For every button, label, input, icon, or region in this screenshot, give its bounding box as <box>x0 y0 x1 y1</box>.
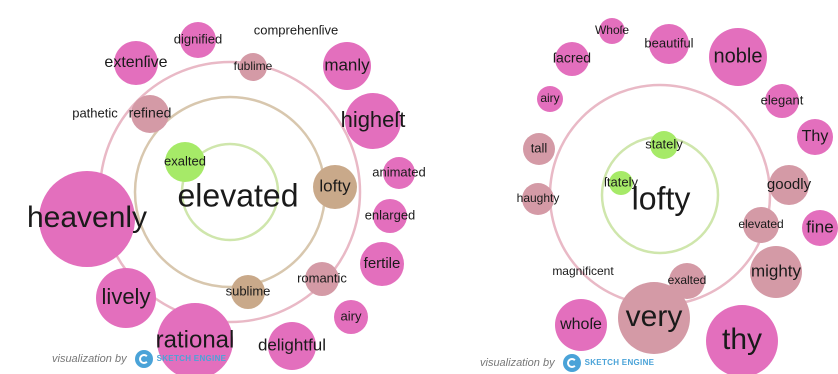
node-bubble-thy <box>797 119 833 155</box>
node-bubble-sacred <box>555 42 589 76</box>
node-label-lively[interactable]: lively <box>102 284 151 309</box>
node-bubble-airy <box>537 86 563 112</box>
node-bubble-highest <box>345 93 401 149</box>
node-bubble-lively <box>96 268 156 328</box>
node-label-mighty[interactable]: mighty <box>751 261 802 280</box>
node-label-tall[interactable]: tall <box>531 140 548 155</box>
node-bubble-noble <box>709 28 767 86</box>
node-bubble-stately <box>609 171 633 195</box>
node-bubble-animated <box>383 157 415 189</box>
node-bubble-fine <box>802 210 838 246</box>
node-bubble-delightful <box>268 322 316 370</box>
node-label-sublime[interactable]: sublime <box>226 283 271 298</box>
node-label-manly[interactable]: manly <box>324 55 370 74</box>
node-bubble-elevated <box>743 207 779 243</box>
node-bubble-lofty <box>313 165 357 209</box>
sketch-engine-logo-icon <box>134 350 153 368</box>
node-bubble-very <box>618 282 690 354</box>
node-label-noble[interactable]: noble <box>714 45 763 67</box>
node-bubble-dignified <box>180 22 216 58</box>
node-bubble-exalted <box>165 142 205 182</box>
sketch-engine-logo-icon <box>562 354 581 372</box>
node-label-airy[interactable]: airy <box>540 91 559 105</box>
node-label-haughty[interactable]: haughty <box>517 191 560 205</box>
node-label-very[interactable]: very <box>626 300 683 333</box>
node-label-fertile[interactable]: fertile <box>364 255 401 272</box>
node-label-dignified[interactable]: dignified <box>174 31 222 46</box>
node-bubble-heavenly <box>39 171 135 267</box>
credit-left: visualization by SKETCH ENGINE <box>52 350 226 368</box>
node-bubble-haughty <box>522 183 554 215</box>
node-bubble-stately <box>650 131 678 159</box>
node-label-enlarged[interactable]: enlarged <box>365 207 416 222</box>
node-bubble-whose <box>555 299 607 351</box>
node-label-extensive[interactable]: extenſive <box>104 54 167 71</box>
node-label-thy[interactable]: Thy <box>802 128 829 145</box>
node-label-fine[interactable]: fine <box>806 217 833 236</box>
node-label-animated[interactable]: animated <box>372 164 425 179</box>
node-label-rational[interactable]: rational <box>156 326 235 353</box>
node-label-romantic[interactable]: romantic <box>297 270 347 285</box>
node-bubble-beautiful <box>649 24 689 64</box>
node-bubble-romantic <box>305 262 339 296</box>
node-bubble-exalted <box>669 263 705 299</box>
center-word: lofty <box>632 180 691 216</box>
credit-text: visualization by <box>52 353 127 365</box>
node-label-elegant[interactable]: elegant <box>761 92 804 107</box>
node-label-stately[interactable]: ſtately <box>604 174 638 189</box>
node-label-highest[interactable]: higheſt <box>341 107 406 132</box>
node-label-stately[interactable]: stately <box>645 136 683 151</box>
node-label-pathetic[interactable]: pathetic <box>72 105 118 120</box>
center-word: elevated <box>178 177 299 213</box>
node-bubble-whose <box>599 18 625 44</box>
node-label-refined[interactable]: refined <box>129 105 172 121</box>
node-bubble-mighty <box>750 246 802 298</box>
node-label-whose[interactable]: whoſe <box>559 316 602 333</box>
node-bubble-extensive <box>114 41 158 85</box>
node-label-beautiful[interactable]: beautiful <box>644 35 693 50</box>
node-label-sacred[interactable]: ſacred <box>553 50 591 66</box>
node-label-delightful[interactable]: delightful <box>258 335 326 354</box>
sketch-engine-logo-text: SKETCH ENGINE <box>156 354 227 363</box>
word-sketch-elevated: elevated dignified comprehenſive extenſive f… <box>27 22 426 374</box>
node-label-goodly[interactable]: goodly <box>767 176 812 193</box>
node-label-fublime[interactable]: fublime <box>234 59 273 73</box>
node-label-exalted[interactable]: exalted <box>164 153 206 168</box>
node-bubble-manly <box>323 42 371 90</box>
node-label-thy[interactable]: thy <box>722 323 762 356</box>
node-label-heavenly[interactable]: heavenly <box>27 201 147 234</box>
node-bubble-rational <box>157 303 233 374</box>
node-label-magnificent[interactable]: magnificent <box>552 264 614 278</box>
node-label-elevated[interactable]: elevated <box>738 217 783 231</box>
node-label-comprehensive[interactable]: comprehenſive <box>254 22 339 37</box>
node-label-whose[interactable]: Whoſe <box>595 23 629 37</box>
node-bubble-enlarged <box>373 199 407 233</box>
ring-2 <box>180 142 280 242</box>
node-bubble-sublime <box>231 275 265 309</box>
node-bubble-airy <box>334 300 368 334</box>
credit-right: visualization by SKETCH ENGINE <box>480 354 654 372</box>
sketch-engine-logo-text: SKETCH ENGINE <box>584 358 655 367</box>
credit-text: visualization by <box>480 357 555 369</box>
node-bubble-elegant <box>765 84 799 118</box>
node-bubble-thy <box>706 305 778 374</box>
node-label-airy[interactable]: airy <box>341 308 362 323</box>
node-bubble-fublime <box>239 53 267 81</box>
node-label-exalted[interactable]: exalted <box>668 273 707 287</box>
node-label-lofty[interactable]: lofty <box>319 176 351 195</box>
node-bubble-fertile <box>360 242 404 286</box>
node-bubble-tall <box>523 133 555 165</box>
node-bubble-refined <box>131 95 169 133</box>
node-bubble-goodly <box>769 165 809 205</box>
word-sketch-lofty: lofty Whoſe ſacred beautiful noble airy elegan… <box>517 18 838 374</box>
